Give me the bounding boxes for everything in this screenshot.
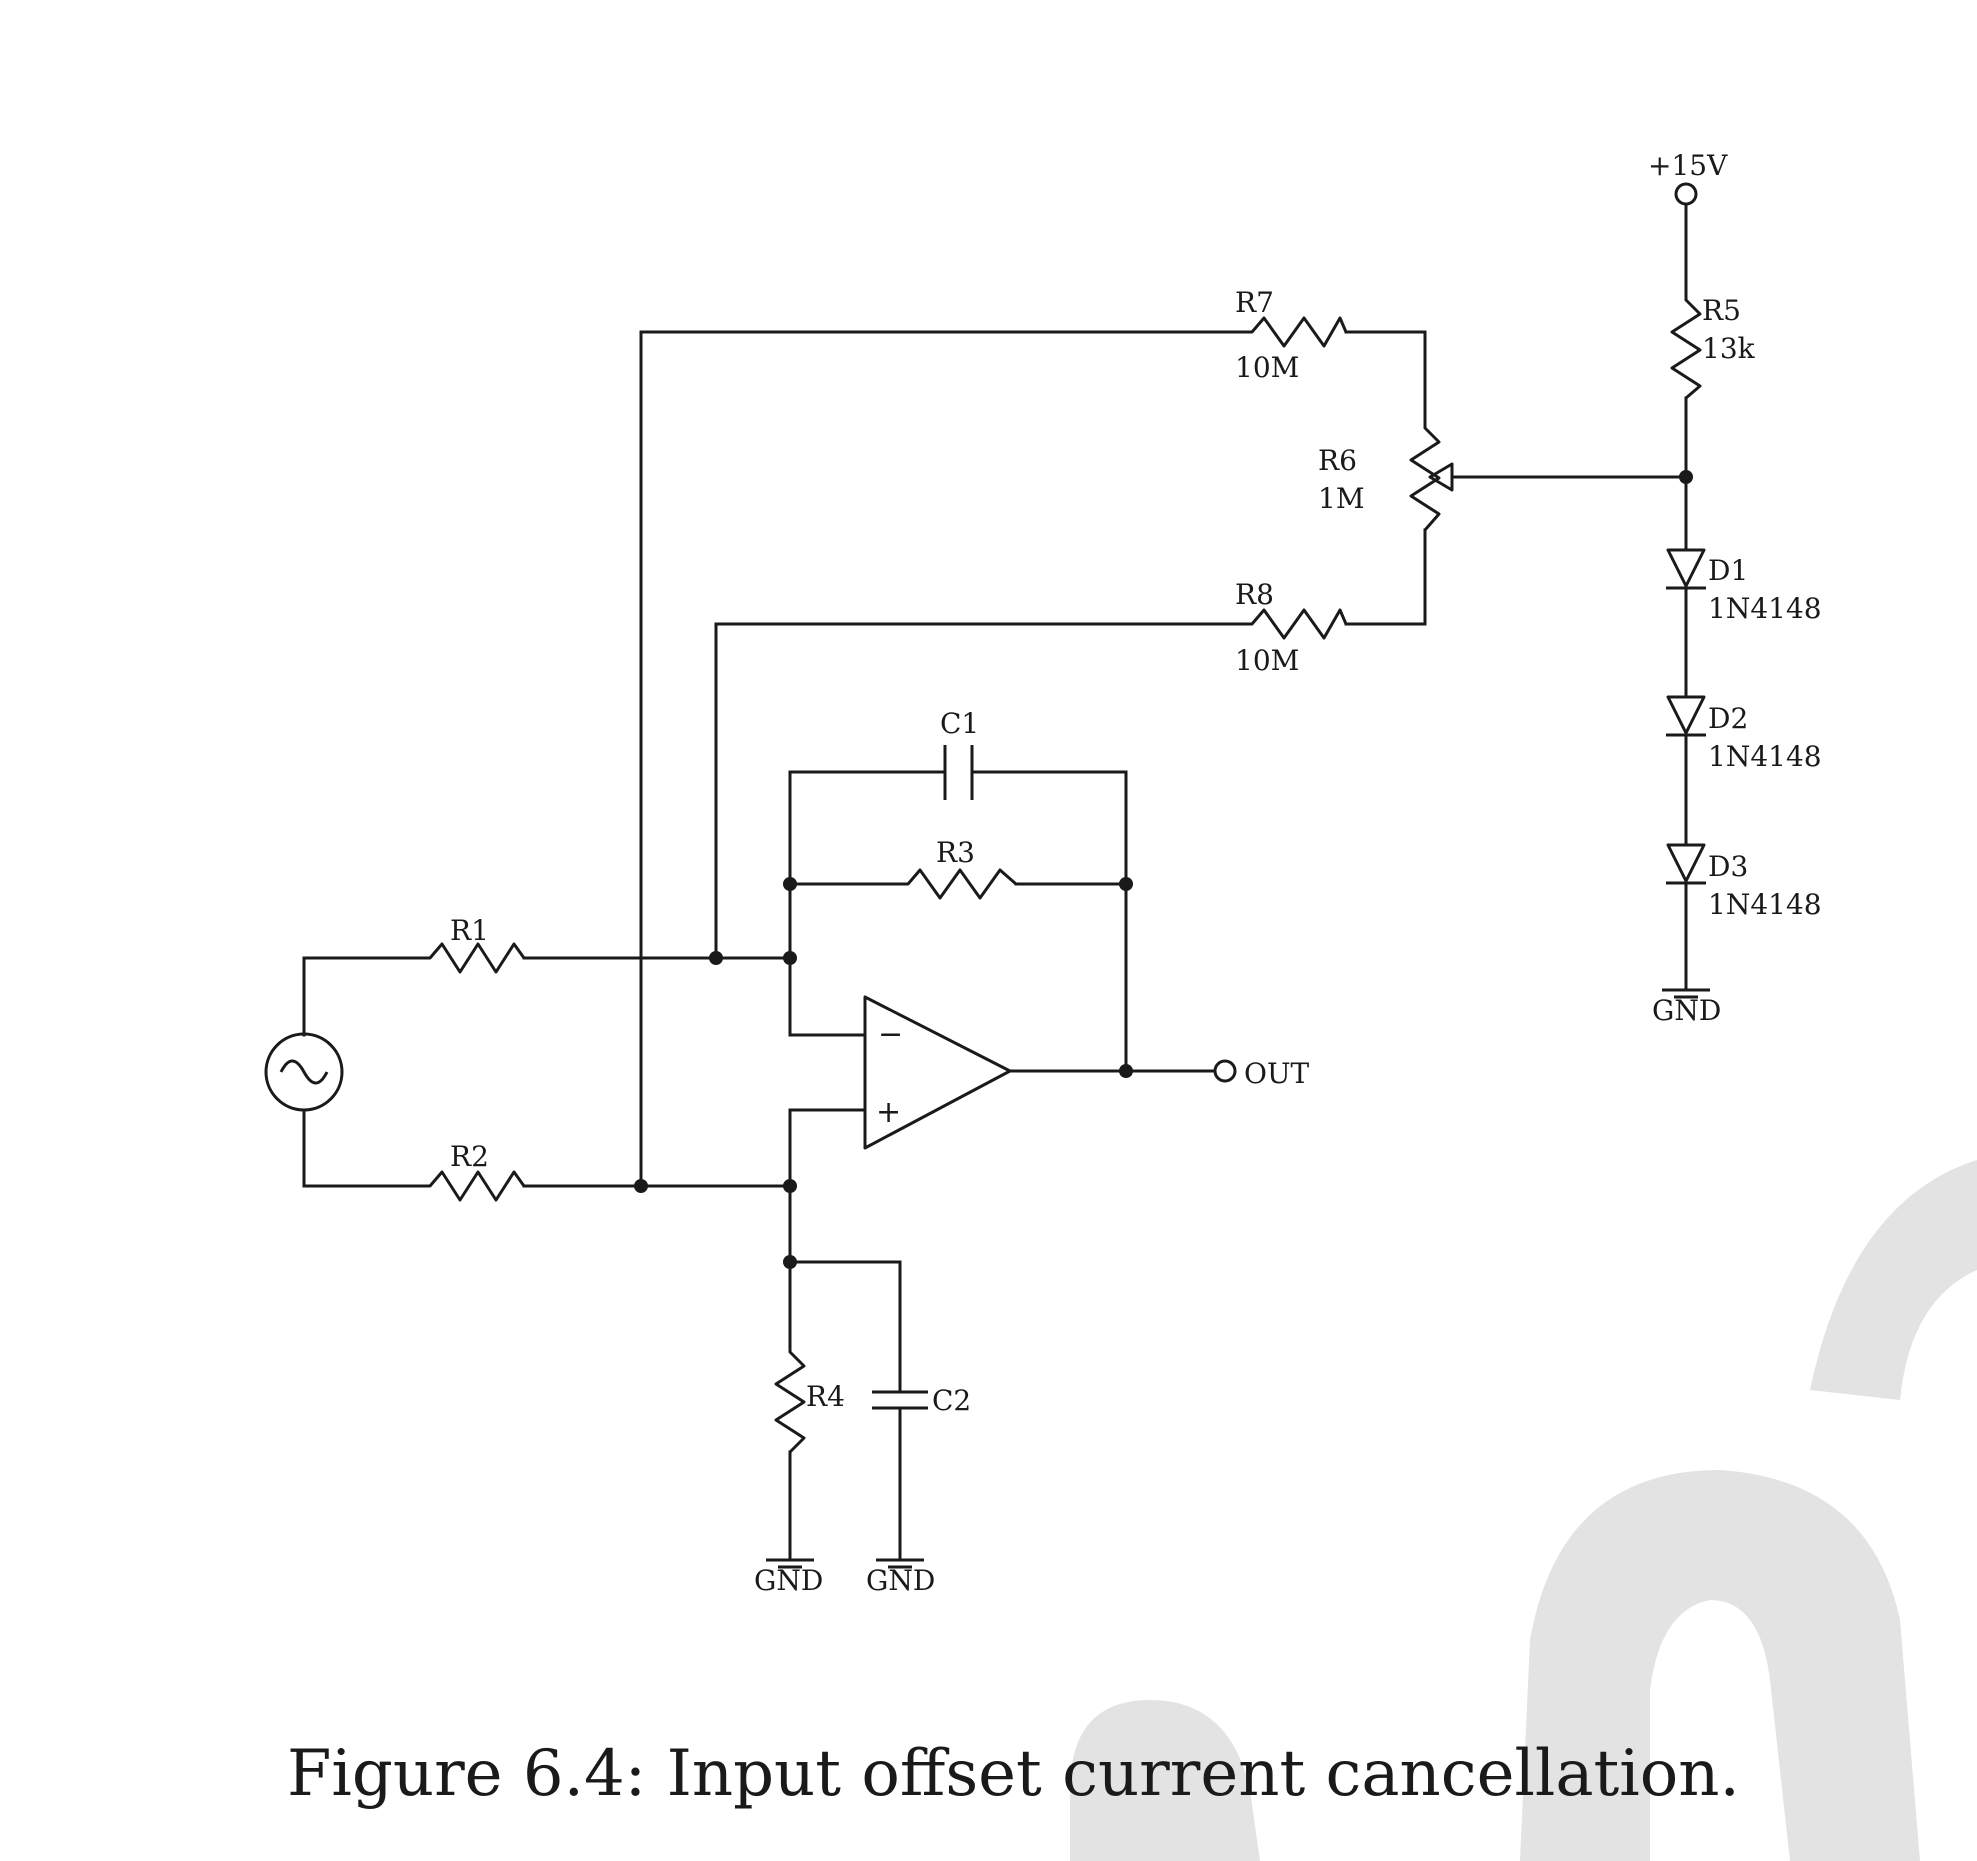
diode-d2 (1666, 695, 1706, 737)
label-r4: R4 (806, 1380, 845, 1413)
junction-rc (783, 1255, 797, 1269)
label-c2: C2 (932, 1384, 971, 1417)
wire-r7-to-r6 (1344, 330, 1427, 418)
label-r8: R8 (1235, 578, 1274, 611)
sine-wave-icon (279, 1059, 329, 1085)
ac-source-circle (264, 1032, 344, 1112)
component-labels: +15V R7 10M R5 13k R6 1M R8 10M D1 1N414… (450, 149, 1822, 1597)
resistor-r3 (896, 868, 1017, 900)
label-r7-value: 10M (1235, 351, 1299, 384)
d1-triangle (1666, 548, 1706, 588)
resistor-r1 (418, 942, 526, 974)
ground-r4 (766, 1558, 814, 1569)
wire-r7-feed (639, 330, 1242, 1188)
resistor-r7 (1240, 316, 1348, 348)
capacitor-c1 (943, 745, 974, 800)
junction-inverting (783, 951, 797, 965)
figure-caption: Figure 6.4: Input offset current cancell… (287, 1737, 1740, 1811)
wire-c1-left (788, 770, 947, 885)
junction-r3-left (783, 877, 797, 891)
label-vplus: +15V (1648, 149, 1728, 182)
wire-r8-feed (714, 622, 1242, 960)
label-r1: R1 (450, 914, 489, 947)
label-gnd-diodes: GND (1652, 994, 1721, 1027)
diode-d1 (1666, 548, 1706, 590)
watermark-arc-mid (1520, 1470, 1920, 1861)
label-r3: R3 (936, 836, 975, 869)
label-out: OUT (1244, 1057, 1310, 1090)
watermark-arc-left (1070, 1700, 1260, 1861)
watermark (1070, 1160, 1977, 1861)
junction-output (1119, 1064, 1133, 1078)
label-gnd-c2: GND (866, 1564, 935, 1597)
resistor-r8 (1240, 608, 1348, 640)
d3-triangle (1666, 843, 1706, 883)
label-d3-part: 1N4148 (1708, 888, 1822, 921)
op-amp-minus-sign: − (878, 1017, 903, 1052)
ground-diodes (1662, 988, 1710, 999)
ground-c2 (876, 1558, 924, 1569)
vplus-terminal (1674, 182, 1698, 206)
resistor-r4 (774, 1340, 806, 1454)
wire-source-bottom (302, 1108, 420, 1188)
op-amp: − + (863, 995, 1012, 1150)
junction-r8 (709, 951, 723, 965)
junction-bias-node (1679, 470, 1693, 484)
ac-source (264, 1032, 344, 1112)
wire-inv-in (788, 881, 867, 1037)
junction-r7 (634, 1179, 648, 1193)
resistor-r5 (1670, 290, 1702, 400)
label-r7: R7 (1235, 286, 1274, 319)
wiper-arrow-icon (1428, 462, 1454, 492)
label-r6: R6 (1318, 444, 1357, 477)
junction-r3-right (1119, 877, 1133, 891)
wire-r8-to-r6 (1344, 528, 1427, 626)
d2-triangle (1666, 695, 1706, 735)
wire-noninv-in (788, 1108, 867, 1188)
label-d2: D2 (1708, 702, 1748, 735)
watermark-arc-right (1810, 1160, 1977, 1400)
label-c1: C1 (940, 707, 979, 740)
label-r6-value: 1M (1318, 482, 1364, 515)
label-gnd-r4: GND (754, 1564, 823, 1597)
label-d1: D1 (1708, 554, 1748, 587)
capacitor-c2 (872, 1390, 928, 1410)
wire-source-top (302, 956, 420, 1037)
op-amp-triangle (863, 995, 1012, 1150)
label-r8-value: 10M (1235, 644, 1299, 677)
label-d3: D3 (1708, 850, 1748, 883)
wire-c1-right (970, 770, 1128, 1073)
out-terminal (1213, 1059, 1237, 1083)
label-d2-part: 1N4148 (1708, 740, 1822, 773)
op-amp-plus-sign: + (876, 1095, 901, 1130)
label-d1-part: 1N4148 (1708, 592, 1822, 625)
potentiometer-r6 (1409, 416, 1454, 531)
resistor-r6 (1409, 416, 1441, 531)
resistor-r2 (418, 1170, 526, 1202)
wire-c2-top (788, 1260, 902, 1394)
junctions (634, 470, 1693, 1269)
junction-noninverting (783, 1179, 797, 1193)
label-r2: R2 (450, 1140, 489, 1173)
wires (302, 202, 1688, 1562)
diode-d3 (1666, 843, 1706, 885)
label-r5: R5 (1702, 294, 1741, 327)
label-r5-value: 13k (1702, 332, 1756, 365)
